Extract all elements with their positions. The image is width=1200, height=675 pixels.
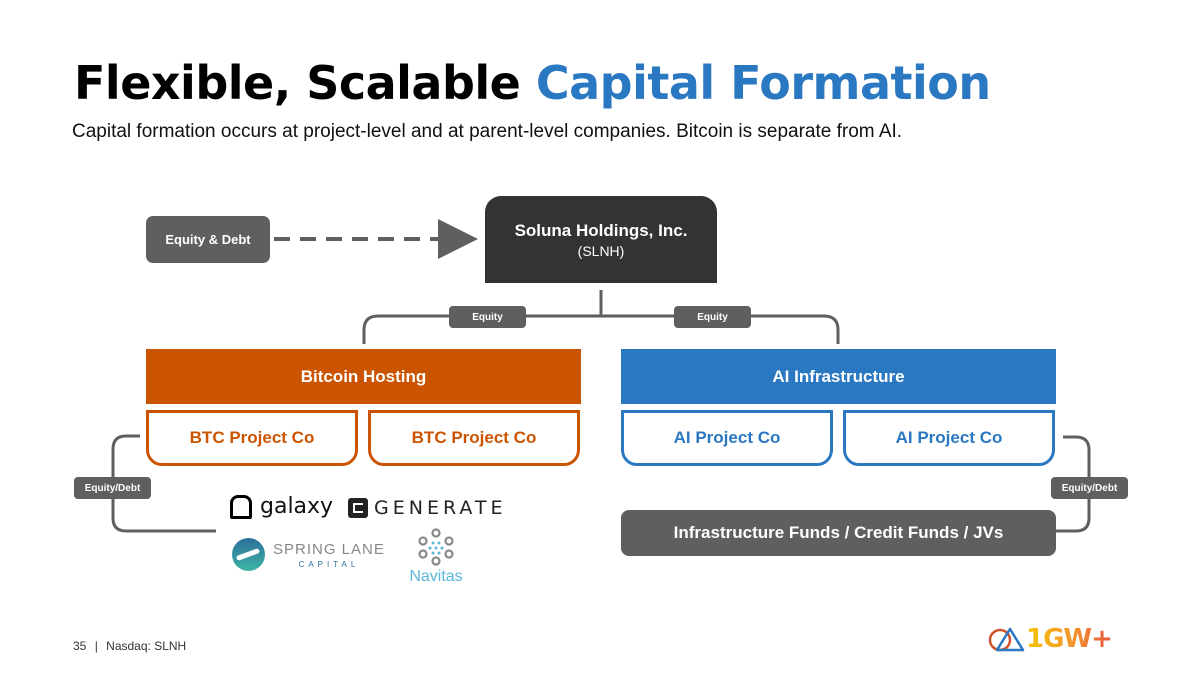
ai-infrastructure-header: AI Infrastructure [621,349,1056,404]
soluna-mark-icon [988,627,1025,652]
generate-mark-icon [348,498,368,518]
left-branch [362,314,601,344]
galaxy-mark-icon [230,494,252,519]
footer-separator: | [94,639,98,653]
parent-ticker: (SLNH) [577,242,625,259]
parent-company-box: Soluna Holdings, Inc. (SLNH) [485,196,717,283]
navitas-logo: Navitas [400,528,472,586]
spring-lane-subtext: CAPITAL [298,559,360,569]
generate-wordmark: GENERATE [374,497,507,519]
equity-debt-label-ai: Equity/Debt [1051,477,1128,499]
title-accent: Capital Formation [535,56,991,110]
brand-logo: 1GW+ [988,624,1113,654]
galaxy-wordmark: galaxy [260,494,334,519]
page-number: 35 [73,639,87,653]
right-branch [601,314,840,344]
brand-1gw-text: 1GW+ [1026,624,1113,654]
navitas-mark-icon [418,528,454,566]
parent-name: Soluna Holdings, Inc. [514,220,688,240]
btc-project-co-1: BTC Project Co [146,410,358,466]
ai-project-co-1: AI Project Co [621,410,833,466]
bitcoin-hosting-header: Bitcoin Hosting [146,349,581,404]
galaxy-logo: galaxy [230,494,333,519]
btc-project-co-2: BTC Project Co [368,410,580,466]
equity-label-right: Equity [674,306,751,328]
slide-title: Flexible, Scalable Capital Formation [74,56,991,110]
slide-subtitle: Capital formation occurs at project-leve… [72,121,903,142]
equity-debt-source: Equity & Debt [146,216,270,263]
spring-lane-capital-logo: SPRING LANE CAPITAL [232,538,385,571]
equity-label-left: Equity [449,306,526,328]
title-main: Flexible, Scalable [74,56,536,110]
footer: 35 | Nasdaq: SLNH [73,639,186,653]
equity-debt-label-btc: Equity/Debt [74,477,151,499]
navitas-wordmark: Navitas [409,568,463,585]
generate-logo: GENERATE [348,497,507,519]
exchange-ticker: Nasdaq: SLNH [106,639,187,653]
ai-funding-sources-box: Infrastructure Funds / Credit Funds / JV… [621,510,1056,556]
spring-lane-mark-icon [232,538,265,571]
ai-project-co-2: AI Project Co [843,410,1055,466]
spring-lane-wordmark: SPRING LANE [273,540,385,558]
